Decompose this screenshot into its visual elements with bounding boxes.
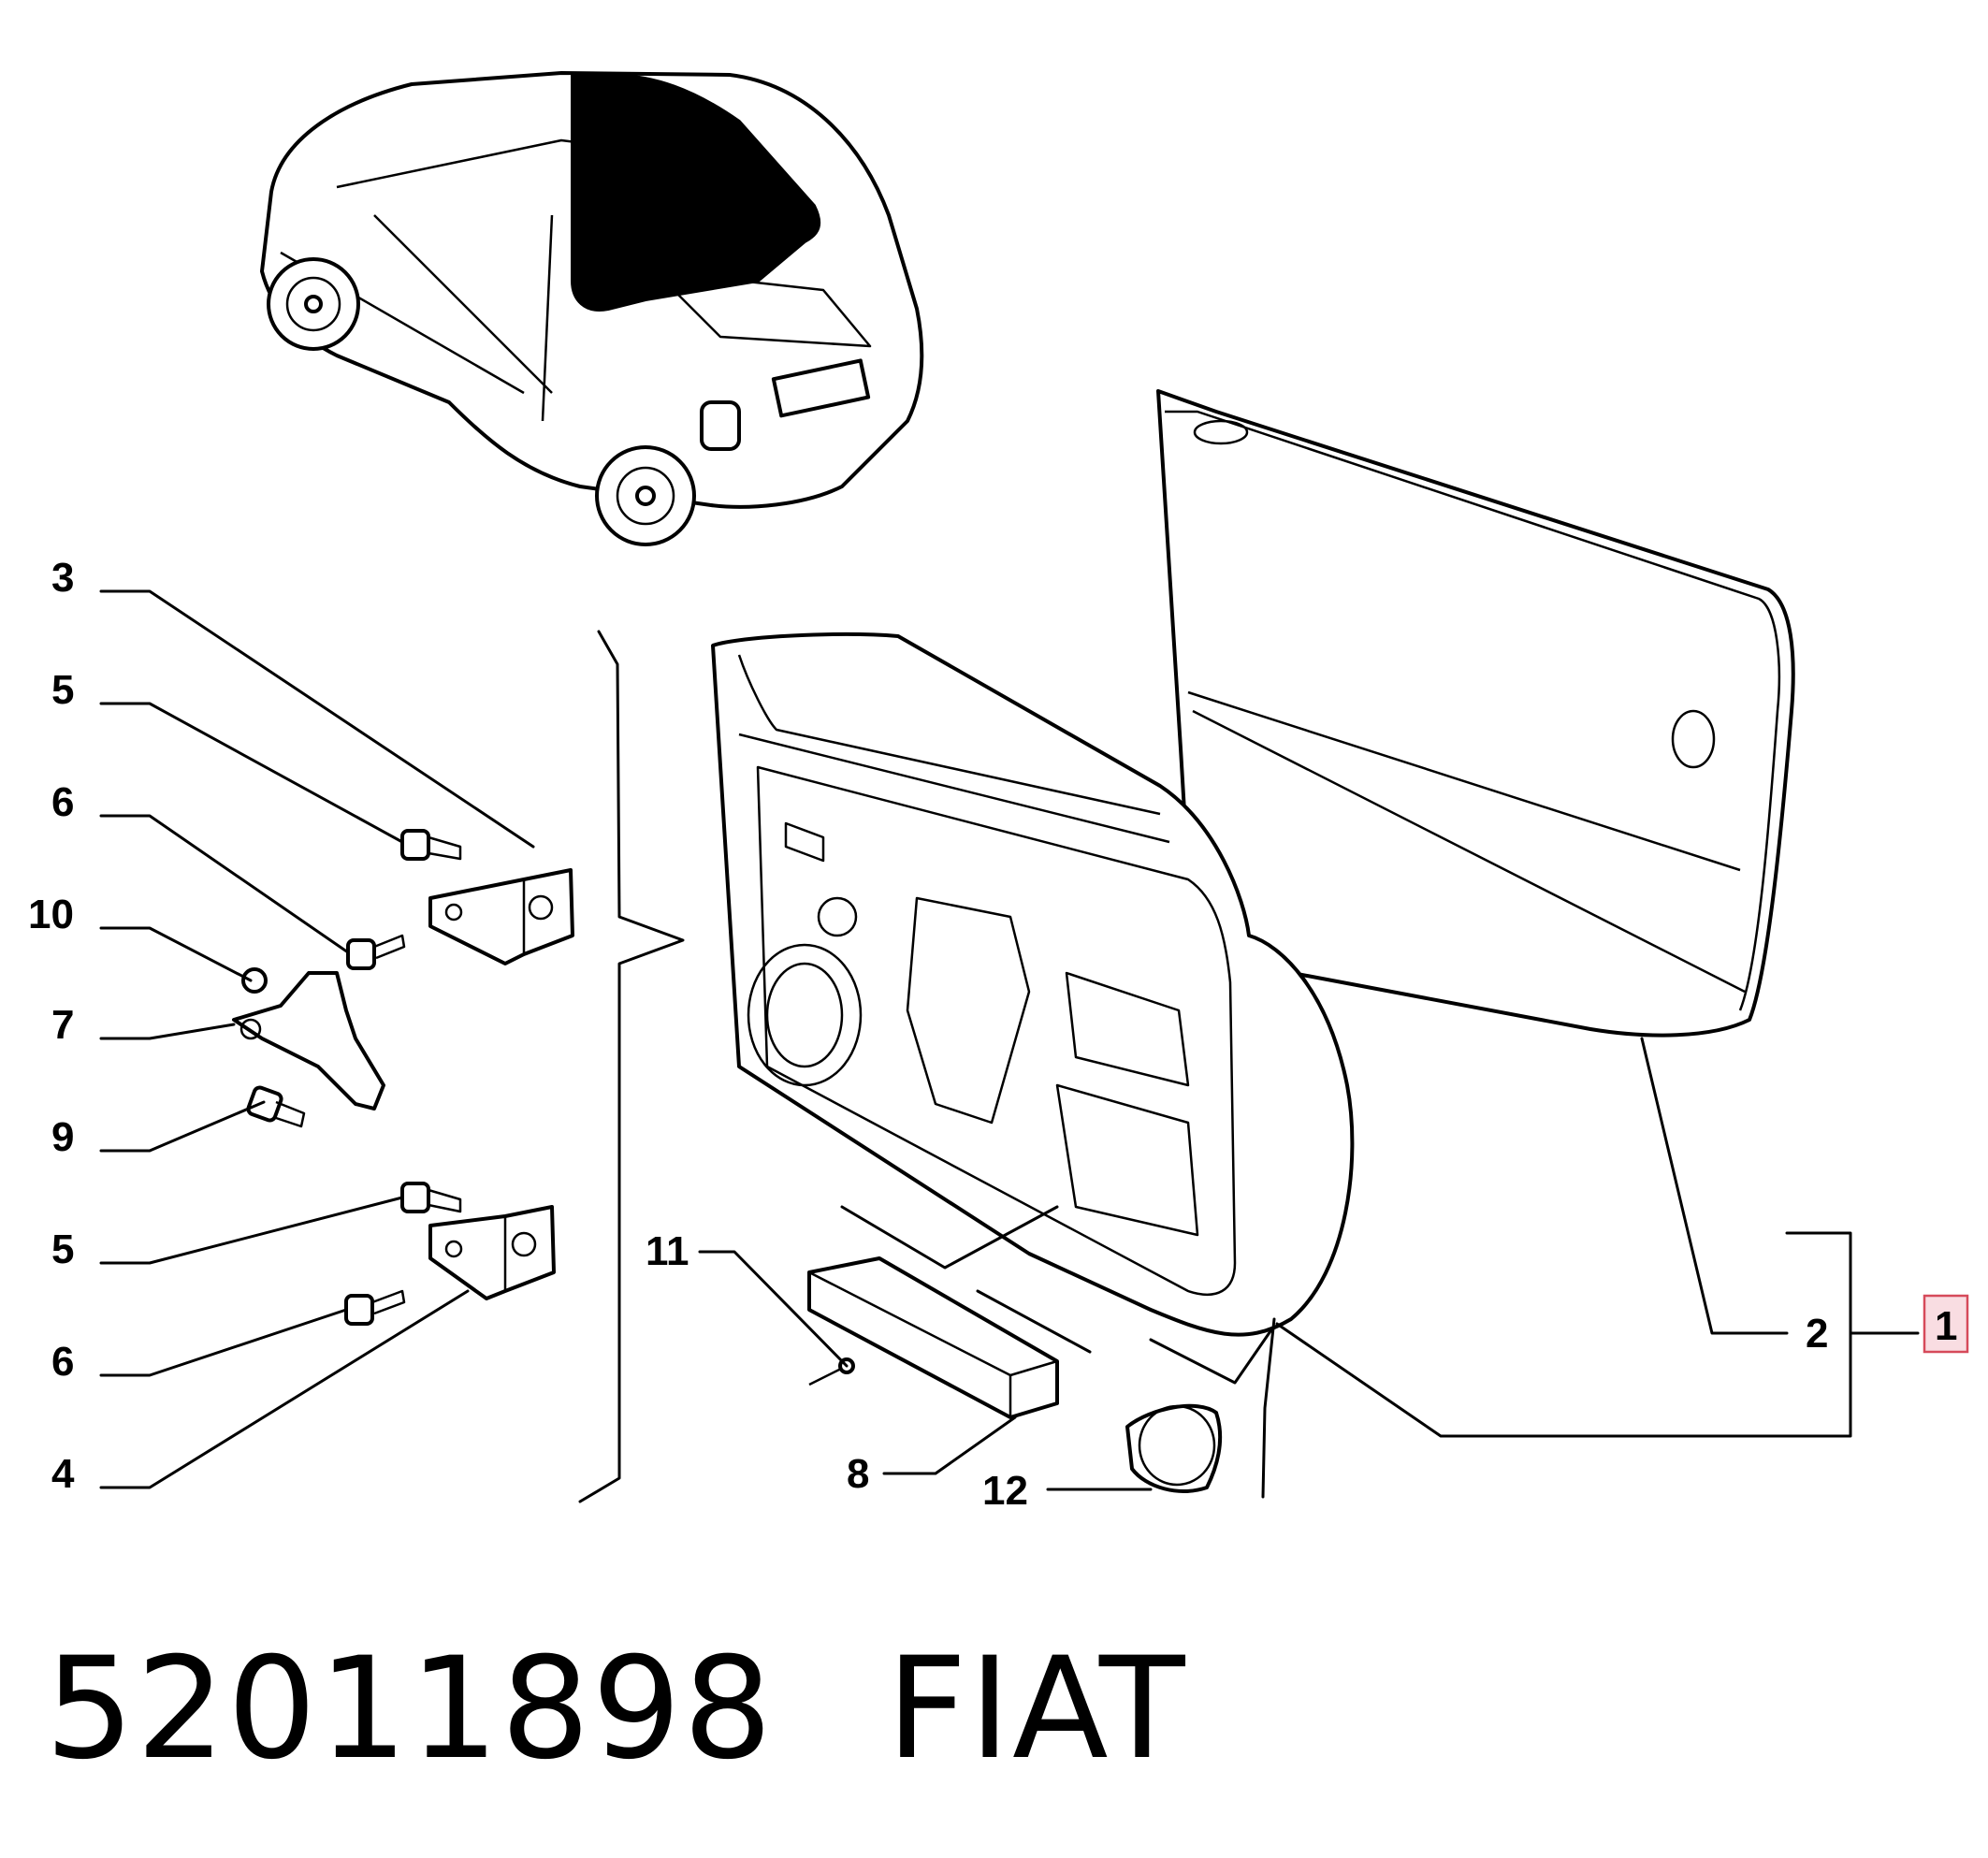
door-inner-frame xyxy=(711,632,1355,1337)
callout-12: 12 xyxy=(982,1468,1028,1514)
lower-hinge xyxy=(428,1205,556,1300)
callout-6a: 6 xyxy=(51,779,74,825)
callout-3: 3 xyxy=(51,555,74,601)
bolt-lower-1 xyxy=(400,1182,462,1213)
callout-1-highlight xyxy=(1924,1296,1967,1352)
callout-5a: 5 xyxy=(51,667,74,713)
callout-1: 1 xyxy=(1935,1303,1957,1349)
bolt-check-strap xyxy=(246,1085,306,1128)
callout-4: 4 xyxy=(51,1451,75,1497)
callout-1-highlight-border xyxy=(1923,1294,1969,1354)
door-check-strap xyxy=(232,967,385,1110)
callout-6b: 6 xyxy=(51,1339,74,1385)
leader-lines xyxy=(99,589,1920,1503)
callout-9: 9 xyxy=(51,1114,74,1160)
bolt-upper-2 xyxy=(346,934,406,970)
callout-11: 11 xyxy=(646,1228,689,1274)
bracket-8 xyxy=(807,1256,1059,1419)
bolt-lower-2 xyxy=(344,1289,406,1326)
callout-8: 8 xyxy=(847,1451,869,1497)
car-illustration xyxy=(260,71,924,546)
brand-name: FIAT xyxy=(886,1628,1187,1791)
callout-5b: 5 xyxy=(51,1227,74,1272)
upper-hinge xyxy=(428,868,574,965)
footer-caption: 52011898 FIAT xyxy=(45,1628,1299,1791)
part-number: 52011898 xyxy=(45,1628,775,1791)
callout-7: 7 xyxy=(51,1002,74,1048)
callouts: 3 5 6 10 7 9 5 6 4 11 8 12 2 1 xyxy=(28,555,1969,1514)
callout-10: 10 xyxy=(28,892,74,937)
door-outer-panel xyxy=(1156,389,1795,1038)
plug-12 xyxy=(1125,1403,1223,1493)
callout-2: 2 xyxy=(1806,1311,1828,1357)
bolt-upper-1 xyxy=(400,829,462,861)
clip-11 xyxy=(808,1357,855,1386)
